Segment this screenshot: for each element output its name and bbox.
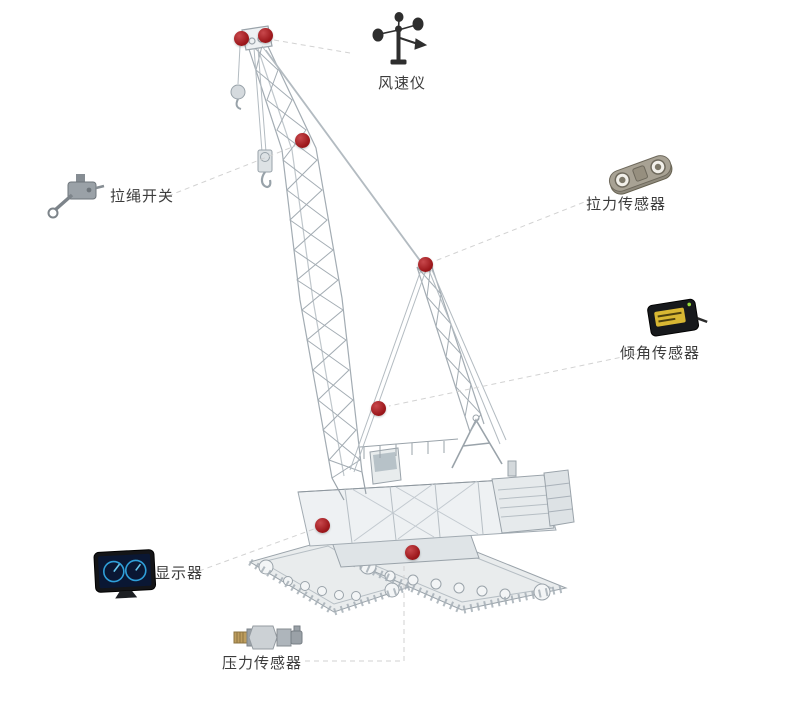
display-icon <box>93 549 157 599</box>
sensor-marker-boom-tip-right <box>258 28 273 43</box>
sensor-marker-boom-hoist-rope <box>371 401 386 416</box>
rope-switch-label: 拉绳开关 <box>110 187 175 205</box>
leader-tension <box>434 198 593 262</box>
display-label: 显示器 <box>155 564 204 582</box>
sensor-marker-mast-top <box>418 257 433 272</box>
sensor-marker-boom-tip-left <box>234 31 249 46</box>
pressure-transducer-icon <box>233 625 303 650</box>
leader-display <box>198 528 315 572</box>
ropes <box>237 45 507 473</box>
sensor-marker-superstructure <box>315 518 330 533</box>
tilt-sensor-label: 倾角传感器 <box>620 344 701 362</box>
hook-block <box>230 84 273 188</box>
anemometer-label: 风速仪 <box>378 74 427 92</box>
sensor-marker-boom-upper <box>295 133 310 148</box>
pressure-sensor-label: 压力传感器 <box>222 654 303 672</box>
leader-pressure <box>305 562 405 662</box>
leader-tilt <box>388 351 647 407</box>
load-cell-icon <box>608 155 673 195</box>
superstructure <box>297 414 575 547</box>
rope-switch-icon <box>47 174 105 219</box>
sensor-marker-undercarriage <box>405 545 420 560</box>
tilt-sensor-icon <box>647 298 708 337</box>
anemometer-icon <box>372 12 428 65</box>
leader-anemometer <box>273 39 351 54</box>
leader-rope-switch <box>167 145 296 197</box>
gantry <box>451 418 503 469</box>
tension-sensor-label: 拉力传感器 <box>586 195 667 213</box>
luffing-mast <box>416 260 485 433</box>
